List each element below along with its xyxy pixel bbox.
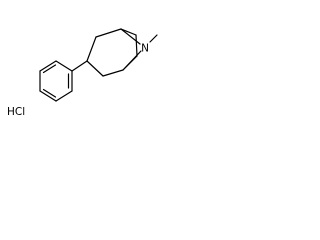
phenyl-ring: [39, 60, 73, 102]
nitrogen-atom-label: N: [141, 43, 149, 55]
ring-bond: [86, 36, 97, 62]
ring-bond: [135, 34, 138, 57]
phenyl-bond: [39, 60, 57, 72]
ring-bond: [95, 28, 122, 38]
bridge-bond: [122, 50, 142, 71]
phenyl-double-bond: [42, 64, 57, 74]
phenyl-bond: [55, 60, 73, 72]
chemical-structure: N HCl: [7, 28, 158, 118]
aryl-link-bond: [71, 60, 88, 72]
salt-label: HCl: [7, 106, 25, 118]
n-methyl-bond: [149, 34, 158, 43]
phenyl-bond: [39, 90, 57, 102]
phenyl-bond: [55, 90, 73, 102]
ring-bond: [120, 28, 137, 36]
bicyclic-ring: [86, 28, 158, 77]
bridge-bond: [120, 28, 141, 45]
phenyl-double-bond: [42, 88, 57, 98]
ring-bond: [86, 60, 104, 77]
ring-bond: [102, 69, 124, 77]
